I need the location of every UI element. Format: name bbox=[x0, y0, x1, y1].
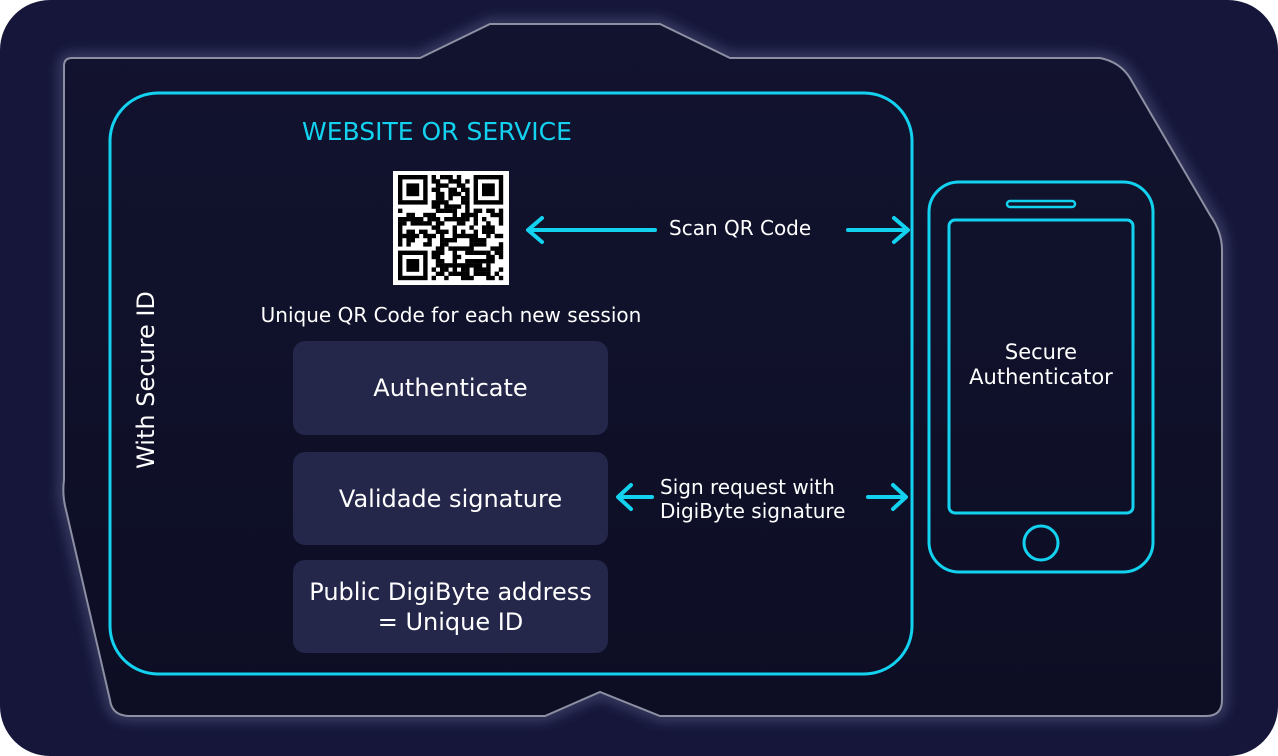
authenticate-step: Authenticate bbox=[293, 341, 608, 435]
public-address-step: Public DigiByte address = Unique ID bbox=[293, 560, 608, 653]
validate-signature-step: Validade signature bbox=[293, 452, 608, 545]
sign-label-line2: DigiByte signature bbox=[660, 499, 846, 523]
phone-label-line1: Secure bbox=[1004, 340, 1078, 364]
sign-label-line1: Sign request with bbox=[660, 475, 835, 499]
qr-code-icon bbox=[393, 171, 509, 285]
smartphone-icon bbox=[927, 180, 1155, 574]
scan-arrow bbox=[526, 216, 910, 244]
public-address-label-line2: = Unique ID bbox=[377, 607, 524, 636]
phone-label-line2: Authenticator bbox=[969, 365, 1113, 389]
scan-label: Scan QR Code bbox=[669, 216, 812, 240]
public-address-label-line1: Public DigiByte address bbox=[309, 577, 592, 606]
side-label: With Secure ID bbox=[132, 291, 160, 469]
authenticate-label: Authenticate bbox=[373, 374, 528, 402]
validate-signature-label: Validade signature bbox=[338, 484, 563, 513]
qr-caption: Unique QR Code for each new session bbox=[260, 303, 642, 327]
sign-arrow bbox=[616, 483, 908, 511]
website-service-box bbox=[108, 91, 914, 676]
website-title: WEBSITE OR SERVICE bbox=[302, 117, 572, 146]
